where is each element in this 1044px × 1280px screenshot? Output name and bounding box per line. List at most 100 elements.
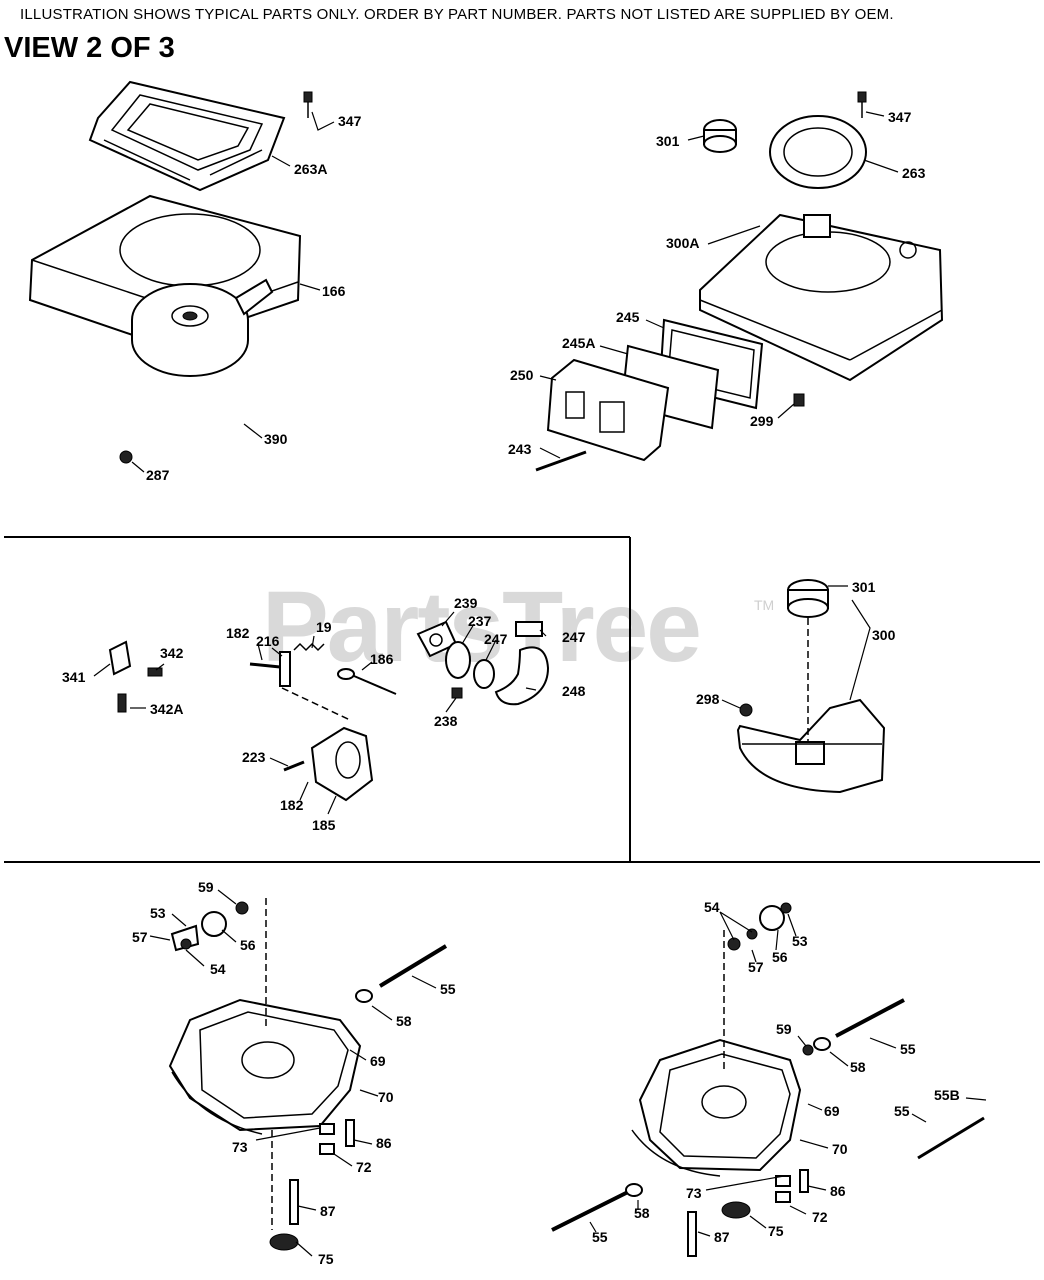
view-title: VIEW 2 OF 3 [4, 32, 175, 64]
fuel-cap-301 [787, 579, 829, 618]
nut-299 [793, 393, 805, 407]
screw-347-left [303, 91, 313, 118]
label-342: 342 [160, 645, 184, 661]
label-166: 166 [322, 283, 346, 299]
label-19: 19 [316, 619, 332, 635]
label-73-left: 73 [232, 1139, 248, 1155]
trademark-mark: TM [754, 597, 775, 613]
rod-186 [337, 668, 397, 695]
part-labels: 347 263A 166 390 287 301 347 263 300A 24… [62, 109, 960, 1267]
label-86-left: 86 [376, 1135, 392, 1151]
label-300: 300 [872, 627, 896, 643]
leader-lines [93, 111, 987, 1257]
label-69-right: 69 [824, 1103, 840, 1119]
air-cleaner-cover-250 [546, 358, 670, 462]
label-247-b: 247 [562, 629, 586, 645]
label-299: 299 [750, 413, 774, 429]
label-342a: 342A [150, 701, 183, 717]
screw-298 [739, 703, 753, 717]
grass-screen-263a [88, 80, 286, 192]
linkage-182-216-19 [249, 642, 325, 687]
label-59-left: 59 [198, 879, 214, 895]
label-86-right: 86 [830, 1183, 846, 1199]
label-72-left: 72 [356, 1159, 372, 1175]
section-dividers [4, 536, 1040, 863]
governor-54-56-57-53-right [727, 902, 792, 951]
label-53-right: 53 [792, 933, 808, 949]
rewind-starter-390 [131, 278, 274, 377]
fuel-tank-300 [736, 698, 886, 794]
label-301-top: 301 [656, 133, 680, 149]
label-243: 243 [508, 441, 532, 457]
label-245a: 245A [562, 335, 595, 351]
label-248: 248 [562, 683, 586, 699]
label-55-right: 55 [900, 1041, 916, 1057]
shaft-55-bottom [551, 1183, 643, 1232]
label-347: 347 [338, 113, 362, 129]
fuel-tank-300a [699, 213, 944, 382]
label-73-right: 73 [686, 1185, 702, 1201]
label-263: 263 [902, 165, 926, 181]
label-58-left: 58 [396, 1013, 412, 1029]
label-56-left: 56 [240, 937, 256, 953]
shaft-55-left [355, 944, 448, 1003]
screw-347-right [857, 91, 867, 118]
shaft-55b [917, 1116, 985, 1160]
label-69-left: 69 [370, 1053, 386, 1069]
screw-342 [147, 667, 163, 677]
label-216: 216 [256, 633, 280, 649]
label-87-right: 87 [714, 1229, 730, 1245]
label-223: 223 [242, 749, 266, 765]
label-54-right: 54 [704, 899, 720, 915]
label-70-left: 70 [378, 1089, 394, 1105]
label-56-right: 56 [772, 949, 788, 965]
adapter-223-185 [283, 726, 374, 802]
label-300a: 300A [666, 235, 699, 251]
notice-text: ILLUSTRATION SHOWS TYPICAL PARTS ONLY. O… [20, 6, 894, 23]
label-55-right-b: 55 [894, 1103, 910, 1119]
bolts-86-87-72-75-right [687, 1169, 809, 1257]
label-55b: 55B [934, 1087, 960, 1103]
label-87-left: 87 [320, 1203, 336, 1219]
label-390: 390 [264, 431, 288, 447]
label-57-left: 57 [132, 929, 148, 945]
label-287: 287 [146, 467, 170, 483]
crankcase-cover-left [168, 998, 362, 1135]
label-54-left: 54 [210, 961, 226, 977]
label-57-right: 57 [748, 959, 764, 975]
screw-243 [535, 450, 587, 472]
label-55-bottom: 55 [592, 1229, 608, 1245]
label-245: 245 [616, 309, 640, 325]
label-58-bottom: 58 [634, 1205, 650, 1221]
label-58-right: 58 [850, 1059, 866, 1075]
crankcase-cover-right [631, 1038, 802, 1177]
label-341: 341 [62, 669, 86, 685]
label-182-top: 182 [226, 625, 250, 641]
label-53-left: 53 [150, 905, 166, 921]
screw-287 [119, 450, 133, 464]
label-247-a: 247 [484, 631, 508, 647]
screw-342a [117, 693, 127, 713]
label-182-bottom: 182 [280, 797, 304, 813]
linkage-guide-line [281, 687, 351, 721]
label-298: 298 [696, 691, 720, 707]
label-185: 185 [312, 817, 336, 833]
label-59-right: 59 [776, 1021, 792, 1037]
label-186: 186 [370, 651, 394, 667]
label-75-right: 75 [768, 1223, 784, 1239]
label-72-right: 72 [812, 1209, 828, 1225]
label-347-right: 347 [888, 109, 912, 125]
bolts-86-87-72-75-left [269, 1119, 355, 1251]
label-55-left: 55 [440, 981, 456, 997]
ring-screen-263 [769, 115, 867, 189]
label-237: 237 [468, 613, 492, 629]
label-250: 250 [510, 367, 534, 383]
label-301: 301 [852, 579, 876, 595]
label-238: 238 [434, 713, 458, 729]
fuel-cap-301-top [703, 119, 737, 153]
label-70-right: 70 [832, 1141, 848, 1157]
shaft-55-right [802, 998, 905, 1056]
governor-54-56-57-53-left [170, 901, 249, 952]
label-263a: 263A [294, 161, 327, 177]
